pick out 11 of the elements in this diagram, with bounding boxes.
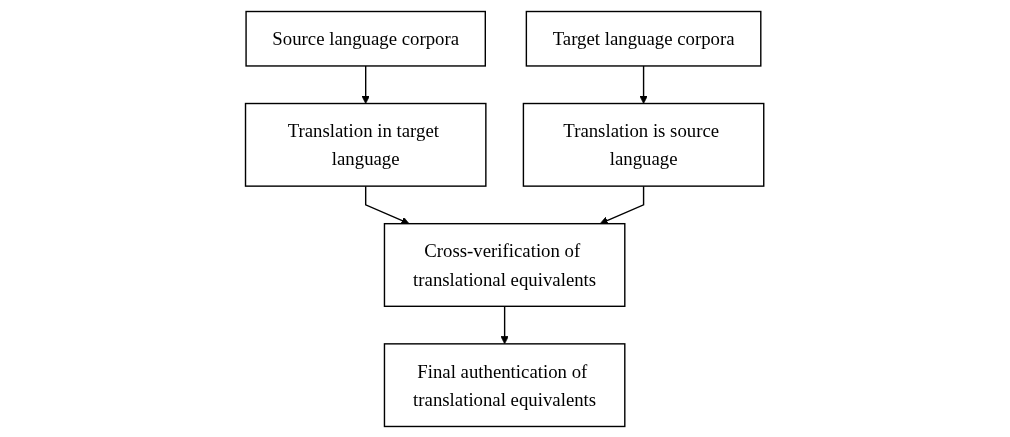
node-box: Source language corpora — [245, 10, 487, 67]
node-box: Cross-verification of translational equivalents — [384, 222, 626, 307]
arrow — [361, 64, 371, 104]
node-box: Translation in target language — [245, 102, 487, 187]
arrow — [500, 305, 510, 344]
arrow — [600, 184, 645, 225]
node-box: Final authentication of translational equivalents — [384, 342, 626, 427]
node-box: Target language corpora — [526, 10, 762, 67]
arrow — [639, 64, 649, 104]
arrow — [365, 184, 410, 225]
node-box: Translation is source language — [523, 102, 765, 187]
